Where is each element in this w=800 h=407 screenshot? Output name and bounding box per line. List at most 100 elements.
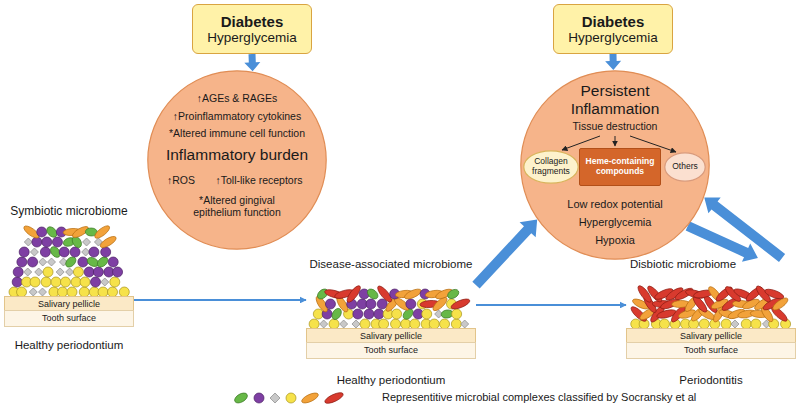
purple-bacterium: [366, 299, 376, 309]
green-bacterium: [446, 288, 460, 301]
orange-bacterium: [403, 287, 422, 301]
product-ellipse-shape: [524, 151, 578, 183]
purple-bacterium: [377, 299, 387, 309]
circle-label: ↑Proinflammatory cytokines: [162, 110, 312, 122]
panel-label: Symbiotic microbiome: [4, 205, 134, 219]
orange-bacterium: [93, 224, 111, 241]
grey-bacterium: [461, 320, 469, 328]
grey-bacterium: [48, 258, 56, 266]
purple-bacterium: [78, 257, 88, 267]
box-label: Diabetes: [207, 13, 296, 30]
circle-label: Inflammatory burden: [151, 146, 323, 164]
grey-bacterium: [24, 238, 32, 246]
purple-bacterium: [91, 277, 101, 287]
band-label: Tooth surface: [684, 345, 738, 355]
inflammation-circle-shape: [521, 71, 709, 259]
purple-bacterium: [32, 237, 42, 247]
yellow-bacterium: [452, 309, 462, 319]
inflammation-circle-shape: [148, 71, 326, 249]
box-label: Diabetes: [568, 13, 657, 30]
yellow-bacterium: [286, 393, 296, 403]
purple-bacterium: [108, 257, 118, 267]
band-label: Salivary pellicle: [680, 331, 742, 341]
grey-bacterium: [83, 238, 91, 246]
band-label: Salivary pellicle: [38, 299, 100, 309]
legend-samples: [233, 391, 345, 406]
purple-bacterium: [37, 227, 47, 237]
purple-bacterium: [28, 257, 38, 267]
legend-label: Representitive microbial complexes class…: [382, 391, 696, 404]
microbiome-panel: Disbiotic microbiomePeriodontitisSalivar…: [626, 258, 796, 390]
tooth-band: Tooth surface: [626, 342, 796, 359]
yellow-bacterium: [71, 277, 81, 287]
circle-label: Hyperglycemia: [555, 216, 675, 229]
panel-label: Healthy periodontium: [306, 374, 476, 387]
green-bacterium: [233, 391, 249, 405]
purple-bacterium: [19, 247, 29, 257]
yellow-bacterium: [30, 277, 40, 287]
circle-label: ↑ROS: [161, 174, 201, 186]
product-box: Heme-containing compounds: [579, 148, 661, 186]
product-label: Others: [672, 162, 698, 172]
band-label: Tooth surface: [42, 313, 96, 323]
purple-bacterium: [59, 247, 69, 257]
grey-bacterium: [39, 258, 47, 266]
box-label: Hyperglycemia: [207, 30, 296, 46]
grey-bacterium: [35, 268, 43, 276]
flow-arrow: [476, 304, 626, 306]
grey-bacterium: [56, 268, 64, 276]
yellow-bacterium: [41, 277, 51, 287]
purple-bacterium: [374, 309, 384, 319]
legend: Representitive microbial complexes class…: [382, 391, 696, 404]
purple-bacterium: [254, 393, 264, 403]
circle-label: *Altered immune cell function: [155, 127, 319, 139]
product-ellipse: Others: [664, 152, 706, 182]
grey-bacterium: [24, 268, 32, 276]
circle-label: ↑AGEs & RAGEs: [177, 92, 297, 104]
circle-label: Persistent Inflammation: [555, 82, 675, 118]
yellow-bacterium: [43, 267, 53, 277]
purple-bacterium: [113, 267, 123, 277]
yellow-bacterium: [73, 267, 83, 277]
purple-bacterium: [13, 267, 23, 277]
purple-bacterium: [42, 237, 52, 247]
block-arrow: [704, 197, 785, 261]
purple-bacterium: [84, 267, 94, 277]
yellow-bacterium: [80, 277, 90, 287]
purple-bacterium: [353, 309, 363, 319]
panel-label: Disease-associated microbiome: [306, 258, 476, 271]
grey-bacterium: [340, 320, 348, 328]
condition-box: DiabetesHyperglycemia: [553, 4, 673, 54]
circle-label: Low redox potential: [545, 198, 685, 211]
grey-bacterium: [29, 288, 37, 296]
purple-bacterium: [40, 247, 50, 257]
microbiome-panel: Disease-associated microbiomeHealthy per…: [306, 258, 476, 390]
product-label: Collagen fragments: [531, 157, 570, 177]
purple-bacterium: [101, 247, 111, 257]
tooth-band: Tooth surface: [4, 310, 134, 327]
green-bacterium: [95, 255, 109, 269]
flow-arrow: [134, 299, 306, 301]
microbiome-panel: Symbiotic microbiomeHealthy periodontium…: [4, 205, 134, 357]
grey-bacterium: [66, 268, 74, 276]
band-label: Salivary pellicle: [360, 331, 422, 341]
orange-bacterium: [300, 391, 319, 405]
purple-bacterium: [89, 247, 99, 257]
purple-bacterium: [406, 299, 416, 309]
grey-bacterium: [38, 288, 46, 296]
yellow-bacterium: [422, 309, 432, 319]
purple-bacterium: [52, 237, 62, 247]
grey-bacterium: [731, 320, 739, 328]
band-label: Tooth surface: [364, 345, 418, 355]
purple-bacterium: [364, 309, 374, 319]
yellow-bacterium: [110, 277, 120, 287]
purple-bacterium: [17, 257, 27, 267]
box-label: Hyperglycemia: [568, 30, 657, 46]
grey-bacterium: [101, 278, 109, 286]
panel-label: Healthy periodontium: [4, 339, 134, 352]
product-ellipse: Collagen fragments: [523, 150, 579, 184]
circle-label: Hypoxia: [575, 234, 655, 247]
grey-bacterium: [270, 393, 280, 403]
condition-box: DiabetesHyperglycemia: [192, 4, 312, 54]
circle-label: Tissue destruction: [545, 120, 685, 132]
